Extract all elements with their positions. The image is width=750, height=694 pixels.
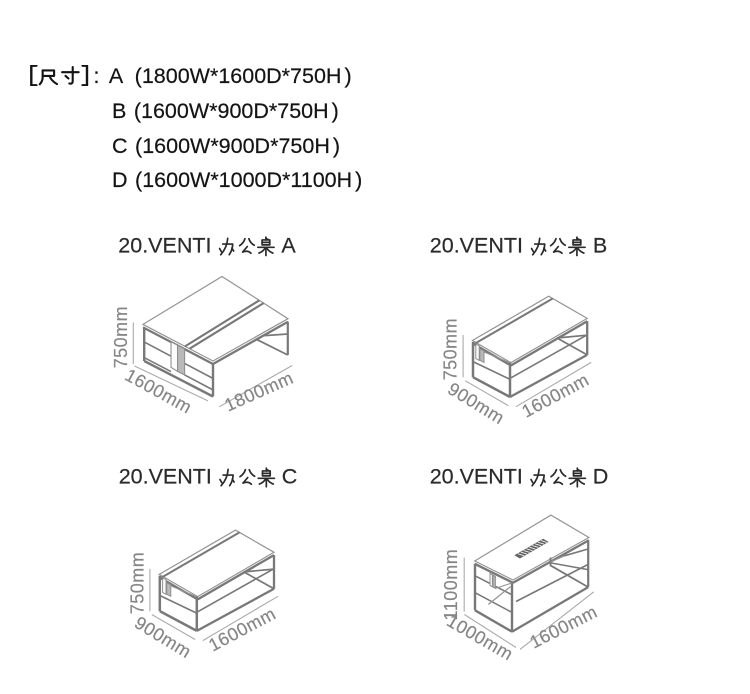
svg-text:750mm: 750mm	[441, 318, 461, 381]
svg-text:750mm: 750mm	[111, 306, 131, 369]
svg-text:900mm: 900mm	[444, 379, 508, 429]
svg-text:1600mm: 1600mm	[526, 602, 600, 653]
svg-text:1100mm: 1100mm	[441, 549, 461, 621]
svg-text:1600mm: 1600mm	[518, 370, 592, 422]
svg-text:1000mm: 1000mm	[443, 611, 516, 665]
svg-text:900mm: 900mm	[131, 612, 195, 662]
svg-text:750mm: 750mm	[128, 552, 148, 615]
svg-text:1600mm: 1600mm	[205, 603, 279, 655]
svg-text:1800mm: 1800mm	[222, 368, 297, 416]
